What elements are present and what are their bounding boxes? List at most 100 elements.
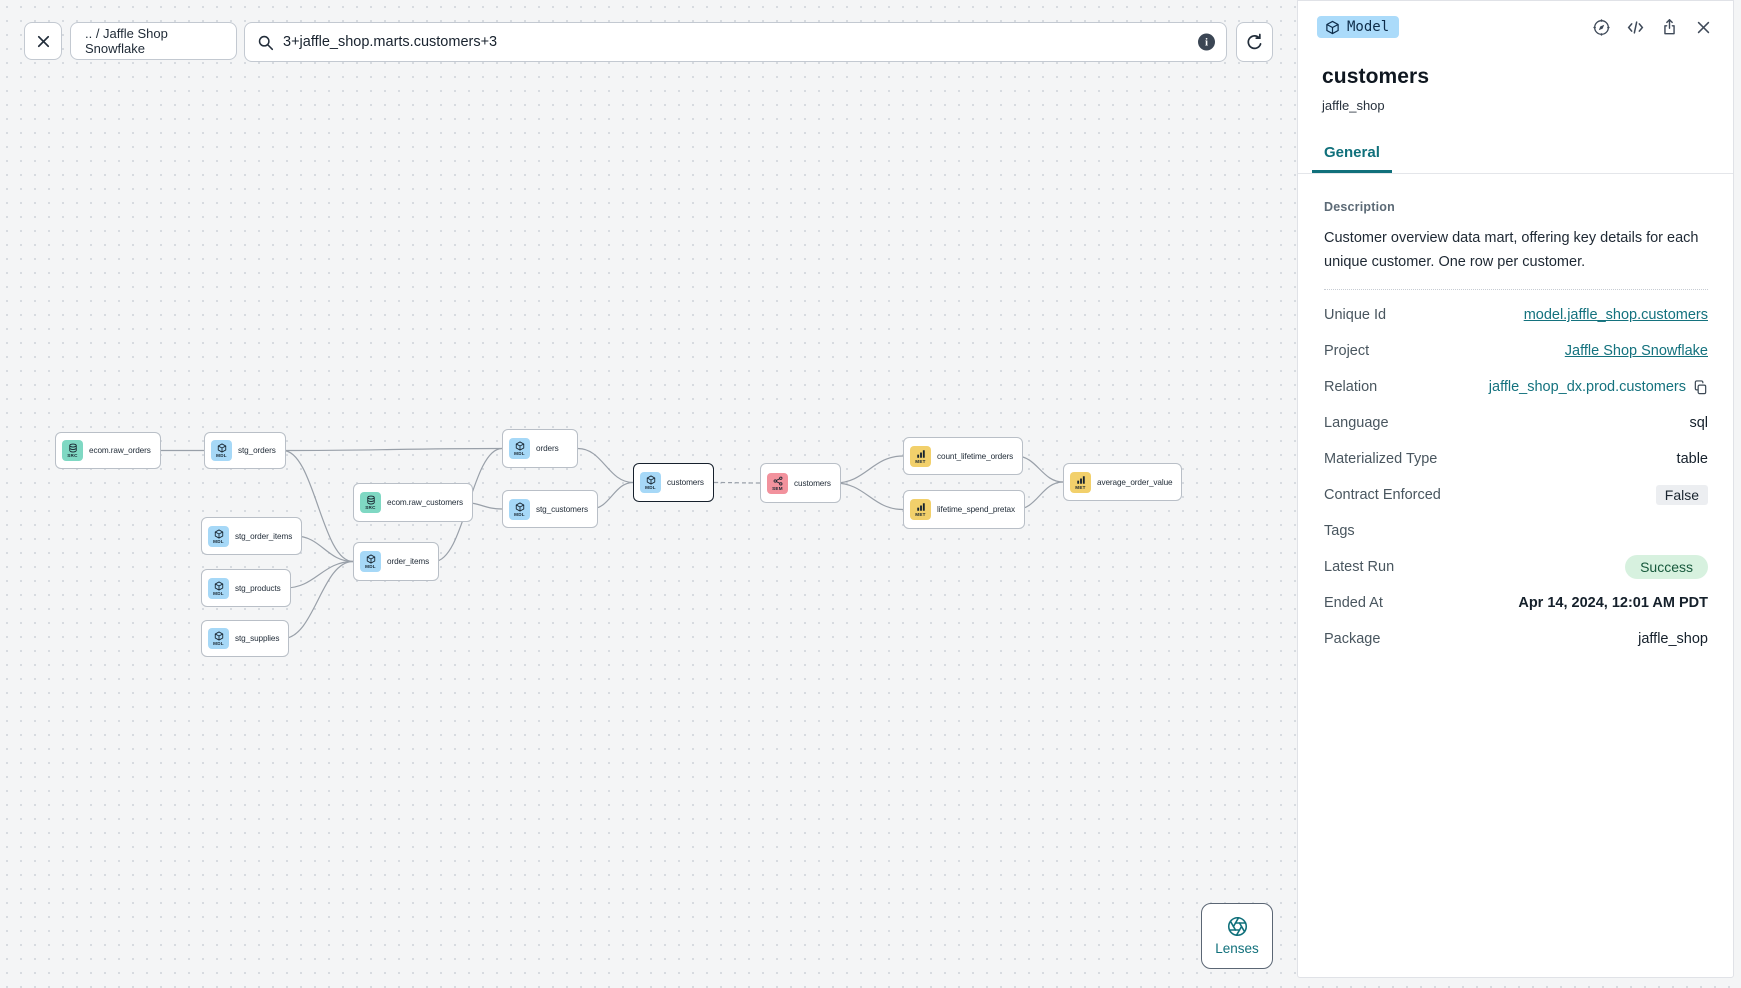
edge-customers_sem-to-count_lifetime_orders — [834, 455, 904, 484]
close-lineage-button[interactable] — [24, 22, 62, 60]
tab-general[interactable]: General — [1312, 144, 1392, 173]
panel-tabs: General — [1298, 144, 1733, 174]
field-label: Ended At — [1324, 595, 1383, 611]
field-label: Materialized Type — [1324, 451, 1438, 467]
mdl-type-badge: MDL — [360, 551, 381, 572]
field-label: Language — [1324, 415, 1389, 431]
node-label: average_order_value — [1097, 477, 1173, 487]
field-value-link[interactable]: model.jaffle_shop.customers — [1523, 307, 1708, 323]
info-icon[interactable]: i — [1198, 33, 1215, 51]
graph-node-customers_sem[interactable]: SEM customers — [760, 463, 841, 503]
node-label: ecom.raw_customers — [387, 498, 464, 507]
cube-icon — [214, 529, 223, 538]
mdl-type-badge: MDL — [211, 440, 232, 461]
cube-icon — [366, 554, 375, 564]
divider — [1324, 289, 1708, 290]
panel-body: Description Customer overview data mart,… — [1298, 174, 1733, 977]
mdl-type-badge: MDL — [208, 525, 229, 547]
close-panel-button[interactable] — [1694, 18, 1713, 37]
field-row-relation: Relation jaffle_shop_dx.prod.customers — [1324, 369, 1708, 405]
search-bar[interactable]: i — [244, 22, 1227, 62]
field-value-link[interactable]: Jaffle Shop Snowflake — [1564, 343, 1708, 359]
graph-node-stg_order_items[interactable]: MDL stg_order_items — [201, 517, 303, 555]
field-row-project: Project Jaffle Shop Snowflake — [1324, 333, 1708, 369]
field-value: jaffle_shop_dx.prod.customers — [1489, 379, 1708, 395]
breadcrumb-label: .. / Jaffle Shop Snowflake — [85, 26, 168, 56]
bar-chart-icon — [916, 449, 925, 458]
cube-icon — [217, 443, 226, 453]
met-type-badge: MET — [910, 499, 931, 520]
node-label: lifetime_spend_pretax — [937, 505, 1016, 514]
edge-stg_order_items-to-order_items — [294, 535, 354, 563]
mdl-type-badge: MDL — [509, 438, 530, 459]
src-type-badge: SRC — [360, 492, 381, 513]
explore-lens-button[interactable] — [1592, 18, 1611, 37]
node-label: stg_supplies — [235, 634, 280, 643]
status-badge: Success — [1625, 555, 1708, 579]
panel-title: customers — [1322, 65, 1430, 88]
edge-orders-to-customers — [577, 447, 634, 484]
description-label: Description — [1324, 200, 1395, 214]
node-label: customers — [794, 478, 831, 488]
cube-icon — [214, 581, 223, 590]
code-icon — [1627, 20, 1644, 34]
refresh-icon — [1247, 33, 1262, 49]
panel-subtitle: jaffle_shop — [1322, 98, 1385, 113]
node-label: stg_orders — [238, 446, 276, 455]
share-export-icon — [1664, 18, 1675, 34]
breadcrumb[interactable]: .. / Jaffle Shop Snowflake — [70, 22, 237, 60]
src-type-badge: SRC — [62, 440, 83, 461]
copy-button[interactable] — [1693, 379, 1708, 395]
graph-node-orders[interactable]: MDL orders — [502, 429, 578, 468]
mdl-type-badge: MDL — [509, 498, 530, 520]
compass-icon — [1593, 18, 1610, 36]
sem-type-badge: SEM — [767, 472, 788, 494]
graph-node-stg_supplies[interactable]: MDL stg_supplies — [201, 620, 290, 657]
refresh-button[interactable] — [1236, 22, 1273, 62]
search-input[interactable] — [283, 34, 1214, 50]
database-icon — [68, 443, 77, 453]
field-label: Contract Enforced — [1324, 487, 1441, 503]
node-label: customers — [667, 478, 704, 487]
node-label: stg_order_items — [235, 531, 293, 541]
lenses-aperture-icon — [1227, 916, 1247, 937]
cube-icon — [515, 502, 524, 511]
met-type-badge: MET — [910, 445, 931, 467]
graph-node-lifetime_spend_pretax[interactable]: MET lifetime_spend_pretax — [903, 490, 1026, 529]
panel-actions — [1592, 18, 1713, 37]
graph-node-raw_customers[interactable]: SRC ecom.raw_customers — [353, 483, 474, 522]
mdl-type-badge: MDL — [208, 577, 229, 599]
graph-node-raw_orders[interactable]: SRC ecom.raw_orders — [55, 432, 161, 469]
edge-customers_sem-to-lifetime_spend_pretax — [834, 482, 904, 511]
mdl-type-badge: MDL — [208, 628, 229, 649]
lineage-toolbar: .. / Jaffle Shop Snowflake i — [0, 0, 1290, 80]
field-label: Project — [1324, 343, 1370, 359]
field-value: Apr 14, 2024, 12:01 AM PDT — [1518, 595, 1708, 611]
node-label: orders — [536, 444, 559, 453]
node-label: ecom.raw_orders — [89, 446, 151, 455]
graph-node-stg_orders[interactable]: MDL stg_orders — [204, 432, 286, 469]
field-label: Relation — [1324, 379, 1378, 395]
share-button[interactable] — [1660, 18, 1679, 37]
cube-icon — [214, 631, 223, 641]
lenses-button[interactable]: Lenses — [1201, 903, 1273, 969]
edge-stg_supplies-to-order_items — [282, 560, 354, 640]
close-icon — [37, 35, 49, 47]
model-type-badge: Model — [1317, 16, 1400, 38]
view-code-button[interactable] — [1626, 18, 1645, 37]
field-row-tags: Tags — [1324, 513, 1708, 549]
semantic-share-icon — [773, 476, 782, 485]
description-text: Customer overview data mart, offering ke… — [1324, 230, 1699, 270]
